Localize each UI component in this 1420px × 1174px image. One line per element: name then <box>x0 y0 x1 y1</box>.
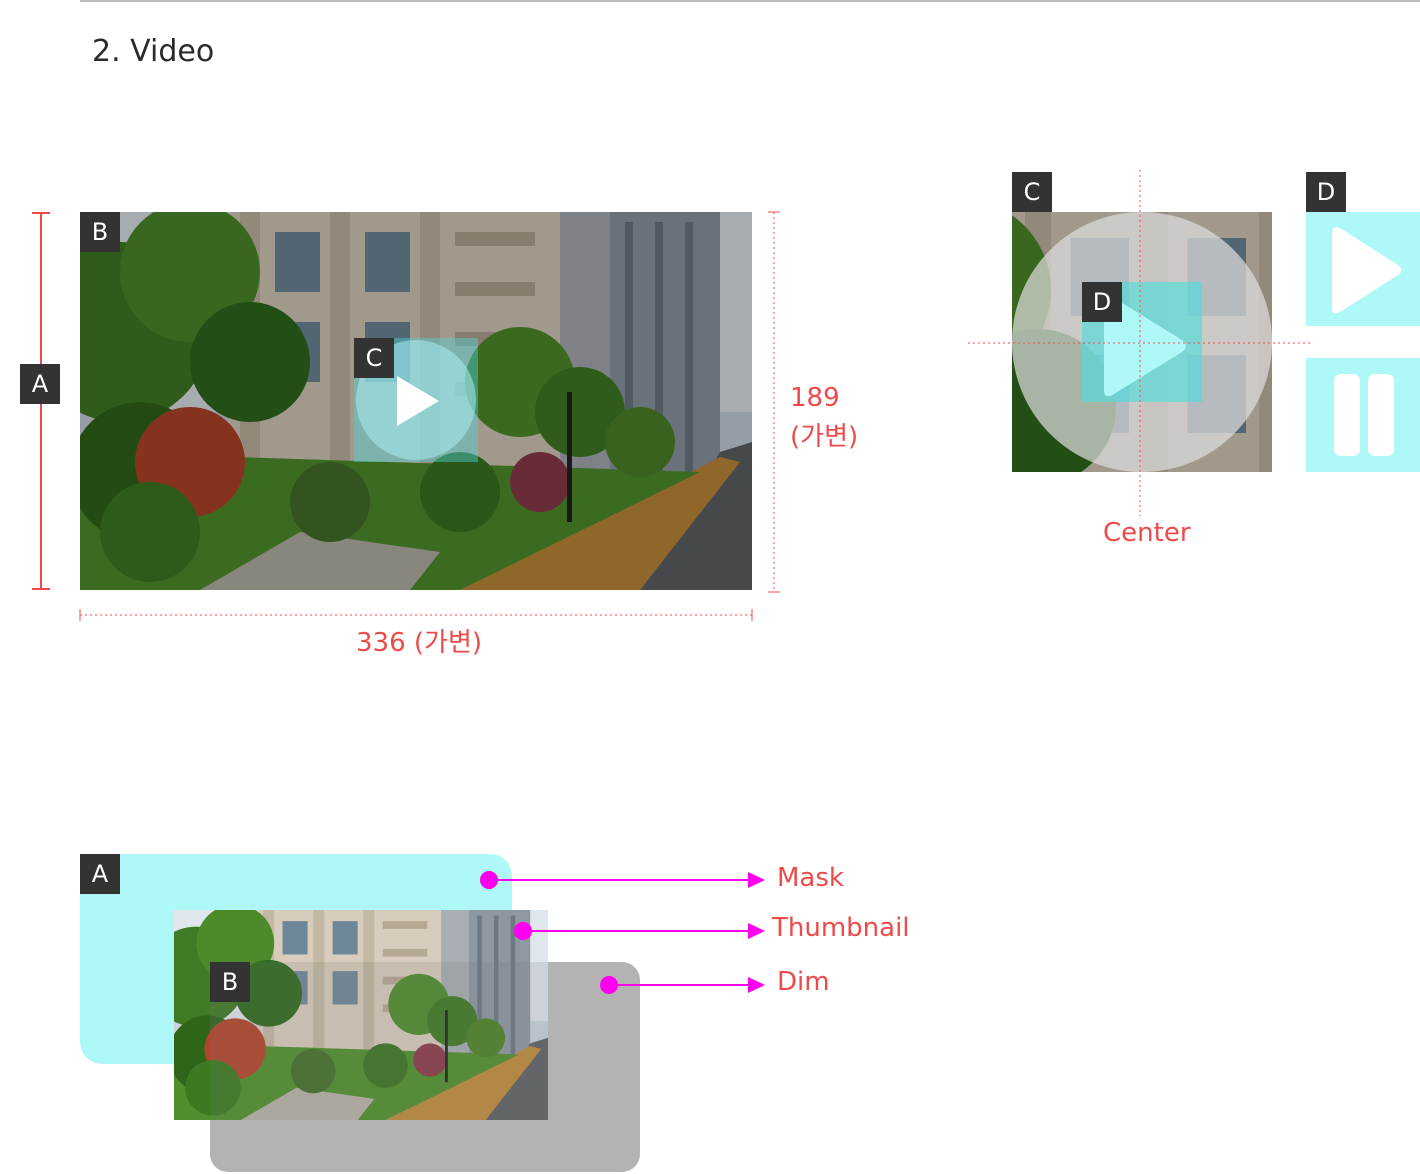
section-title: 2. Video <box>92 34 215 69</box>
detail-tag-d: D <box>1306 172 1346 212</box>
tag-c: C <box>354 338 394 378</box>
pause-icon-box <box>1306 358 1420 472</box>
pause-icon <box>1334 374 1394 456</box>
detail-icon-area <box>1082 282 1202 402</box>
layer-leader-lines <box>480 871 765 994</box>
layers-tag-b: B <box>210 962 250 1002</box>
layers-tag-a: A <box>80 854 120 894</box>
center-crosshair <box>968 170 1312 516</box>
detail-tag-c: C <box>1012 172 1052 212</box>
center-label: Center <box>1103 518 1191 548</box>
top-divider <box>80 0 1420 2</box>
play-icon <box>397 376 439 426</box>
height-note: (가변) <box>790 422 859 452</box>
tag-b: B <box>80 212 120 252</box>
height-value: 189 <box>790 383 840 413</box>
width-dimension-dotted <box>79 609 753 621</box>
play-icon-box <box>1306 212 1420 326</box>
width-label: 336 (가변) <box>356 628 483 658</box>
detail-play-icon <box>1104 296 1186 397</box>
dim-overlap <box>210 962 548 1120</box>
legend-thumbnail: Thumbnail <box>772 913 910 943</box>
legend-dim: Dim <box>777 967 830 997</box>
tag-a: A <box>20 364 60 404</box>
legend-mask: Mask <box>777 863 844 893</box>
detail-tag-d-inner: D <box>1082 282 1122 322</box>
play-icon <box>1332 226 1402 314</box>
height-dimension-dotted <box>768 211 780 593</box>
